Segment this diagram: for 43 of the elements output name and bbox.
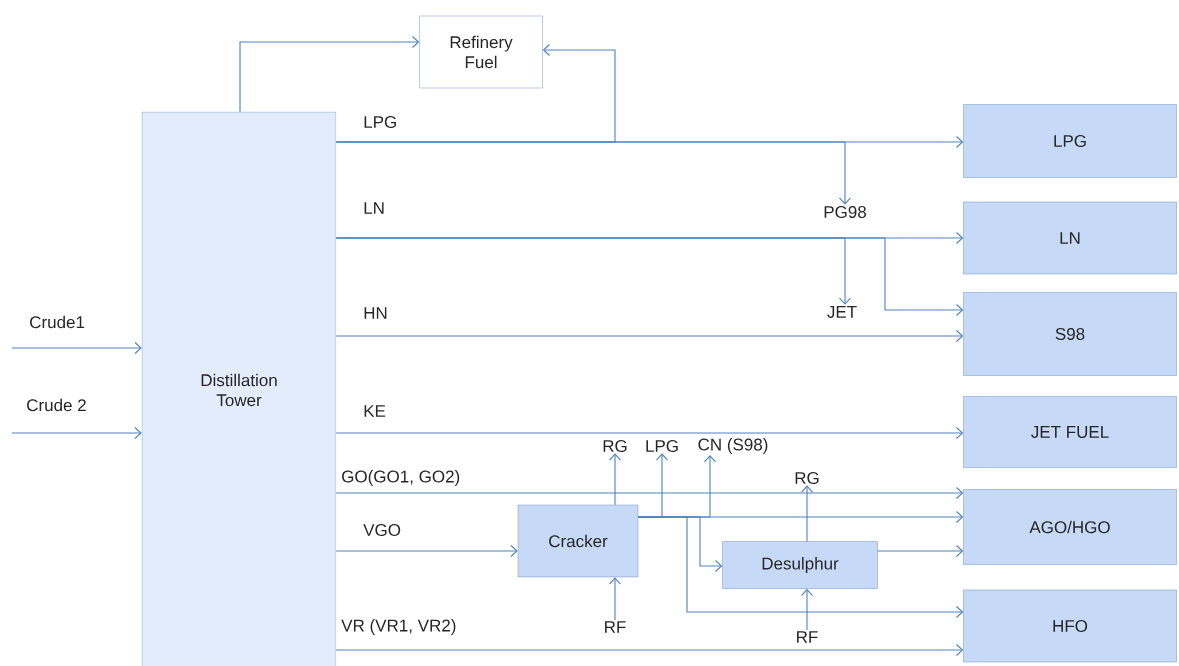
- stream-label: RF: [605, 621, 626, 633]
- edge-label: LN: [364, 202, 384, 214]
- stream-label: RG: [603, 439, 627, 452]
- arrow: [335, 237, 964, 317]
- arrow: [335, 329, 964, 343]
- arrow: [800, 588, 814, 631]
- arrow: [335, 141, 852, 205]
- process-box: Refinery Fuel: [419, 15, 543, 89]
- arrow: [11, 341, 142, 355]
- product-box: LPG: [963, 104, 1177, 178]
- arrow: [335, 486, 964, 500]
- stream-label: RG: [795, 471, 819, 484]
- product-box: LN: [963, 201, 1177, 275]
- edge-label: KE: [364, 405, 386, 417]
- stream-label: JET: [827, 306, 857, 318]
- stream-label: CN (S98): [698, 438, 768, 454]
- edge-label: Crude1: [30, 315, 85, 329]
- edge-label: GO(GO1, GO2): [342, 470, 460, 486]
- arrow: [335, 426, 964, 440]
- arrow: [608, 577, 622, 621]
- stream-label: LPG: [646, 439, 678, 452]
- arrow: [800, 485, 814, 542]
- edge-label: VGO: [363, 523, 401, 536]
- edge-label: VR (VR1, VR2): [341, 619, 456, 635]
- product-box: AGO/HGO: [963, 489, 1177, 565]
- arrow: [877, 544, 964, 558]
- stream-label: PG98: [824, 206, 866, 218]
- process-box: Cracker: [517, 504, 639, 578]
- arrow: [239, 35, 420, 113]
- arrow: [608, 453, 622, 506]
- product-box: S98: [963, 292, 1177, 376]
- edge-label: Crude 2: [27, 398, 86, 412]
- product-box: JET FUEL: [963, 396, 1177, 468]
- edge-label: HN: [364, 307, 387, 319]
- stream-label: RF: [797, 631, 818, 643]
- arrow: [11, 426, 142, 440]
- product-box: HFO: [963, 589, 1177, 663]
- arrow: [637, 516, 723, 573]
- edge-label: LPG: [364, 116, 396, 128]
- arrow: [335, 544, 518, 558]
- distillation-tower: Distillation Tower: [141, 111, 337, 666]
- arrow: [335, 643, 964, 657]
- process-box: Desulphur: [722, 541, 878, 589]
